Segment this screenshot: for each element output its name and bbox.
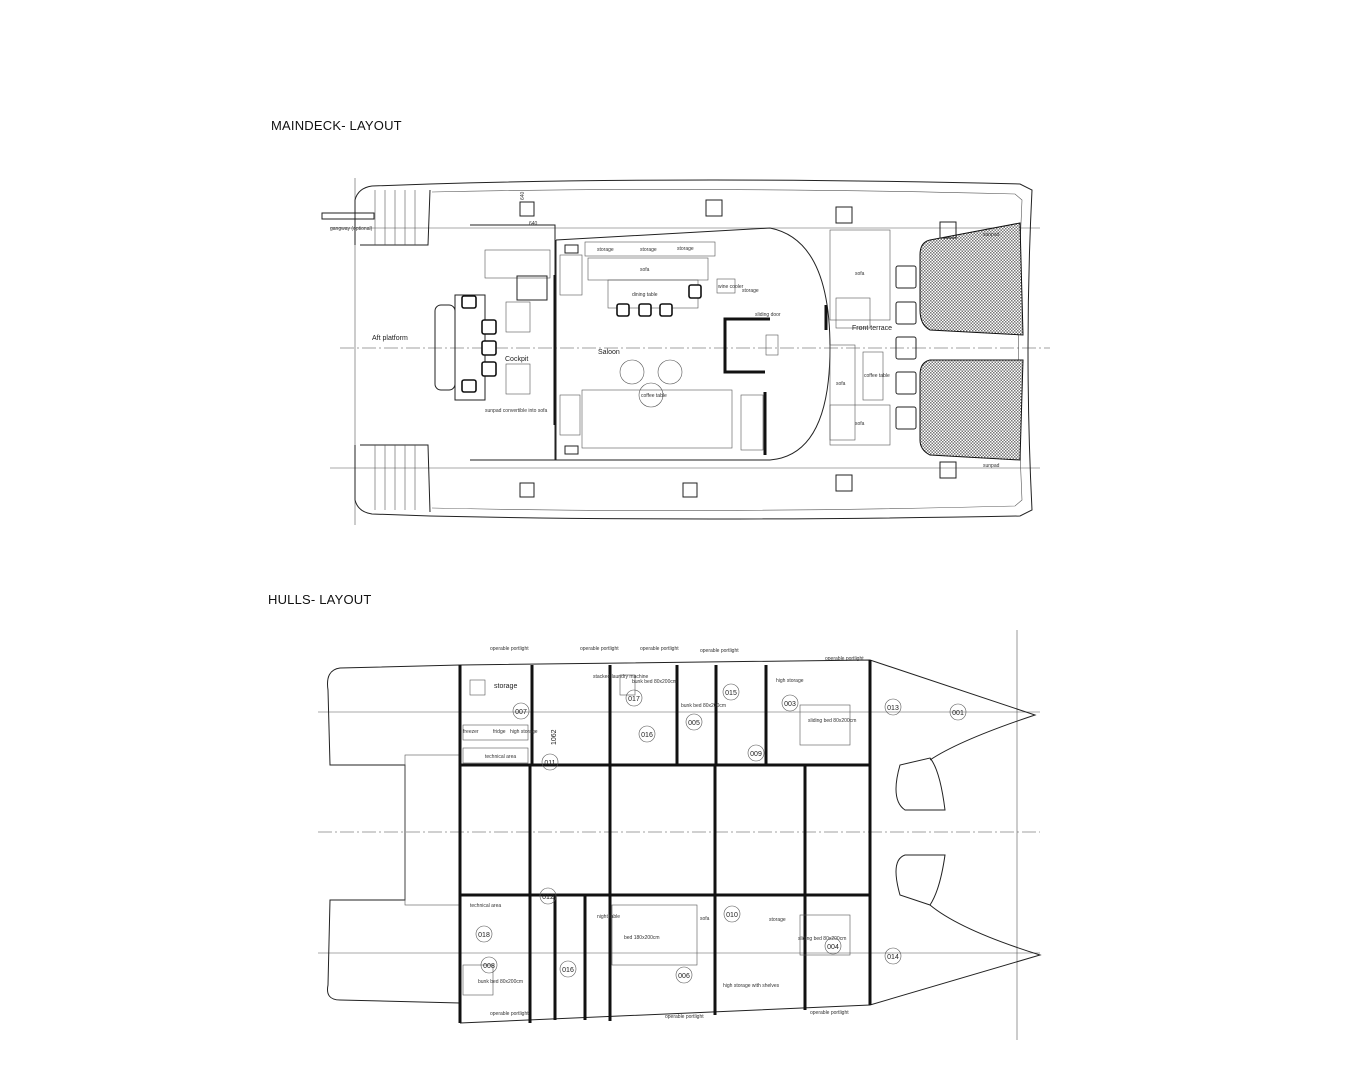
technical-area-label: technical area — [485, 754, 516, 760]
cabin-number: 008 — [483, 963, 495, 970]
storage-label: storage — [769, 917, 786, 923]
gangway-label: gangway (optional) — [330, 226, 373, 232]
cabin-number: 015 — [725, 690, 737, 697]
portlight-label: operable portlight — [665, 1014, 704, 1020]
gangway — [321, 212, 375, 220]
cockpit-chair — [481, 361, 497, 377]
sliding-bed-label: sliding bed 80x200cm — [808, 718, 856, 724]
portlight-label: operable portlight — [810, 1010, 849, 1016]
trampoline — [919, 222, 1024, 336]
coffee-table-label: coffee table — [641, 393, 667, 399]
cabin-number: 014 — [887, 954, 899, 961]
fridge-label: fridge — [493, 729, 506, 735]
cabin-number: 001 — [952, 710, 964, 717]
dining-chair — [638, 303, 652, 317]
maindeck-title: MAINDECK- LAYOUT — [271, 118, 402, 133]
high-storage-label: high storage with shelves — [723, 983, 780, 989]
cabin-number: 013 — [887, 705, 899, 712]
high-storage-label: high storage — [510, 729, 538, 735]
portlight-label: operable portlight — [700, 648, 739, 654]
dimension-label: 1062 — [551, 729, 558, 745]
maindeck-plan: gangway (optional) Aft platform Cockpit … — [321, 178, 1050, 525]
cabin-number: 004 — [827, 944, 839, 951]
saloon-label: Saloon — [598, 349, 620, 356]
cabin-number: 018 — [478, 932, 490, 939]
freezer-label: freezer — [463, 729, 479, 735]
laundry-label: stacked laundry machine — [593, 674, 649, 680]
sunpad-label: sunpad — [983, 232, 1000, 238]
hulls-title: HULLS- LAYOUT — [268, 592, 372, 607]
coffee-table — [638, 382, 664, 408]
sliding-door-label: sliding door — [755, 312, 781, 318]
sofa-label: sofa — [855, 421, 865, 427]
high-storage-label: high storage — [776, 678, 804, 684]
cockpit-chair — [481, 340, 497, 356]
storage-label: storage — [677, 246, 694, 252]
hulls-plan: storage stacked laundry machine freezer … — [318, 630, 1042, 1040]
dimension-label: 640 — [529, 221, 538, 227]
bunk-bed-label: bunk bed 80x200cm — [681, 703, 726, 709]
cabin-number: 006 — [678, 973, 690, 980]
aft-platform-label: Aft platform — [372, 335, 408, 342]
cabin-number: 016 — [562, 967, 574, 974]
bunk-bed-label: bunk bed 80x200cm — [632, 679, 677, 685]
storage-label: storage — [742, 288, 759, 294]
dining-chair — [688, 284, 702, 299]
front-terrace-label: Front terrace — [852, 325, 892, 332]
cabin-number: 011 — [544, 760, 555, 767]
trampoline — [919, 359, 1024, 461]
sliding-bed-label: sliding bed 80x200cm — [798, 936, 846, 942]
sunpad-sofa-label: sunpad convertible into sofa — [485, 408, 547, 414]
cabin-numbers: 007 017 005 015 003 013 001 011 016 009 … — [475, 683, 967, 984]
portlight-label: operable portlight — [825, 656, 864, 662]
cockpit-chair — [481, 319, 497, 335]
technical-area-label: technical area — [470, 903, 501, 909]
cabin-number: 010 — [726, 912, 738, 919]
sofa-label: sofa — [855, 271, 865, 277]
dimension-label: 640 — [520, 191, 526, 200]
cabin-number: 012 — [542, 894, 554, 901]
cabin-number: 017 — [628, 696, 640, 703]
cabin-number: 005 — [688, 720, 700, 727]
double-bed-label: bed 180x200cm — [624, 935, 660, 941]
cabin-number: 003 — [784, 701, 796, 708]
portlight-label: operable portlight — [580, 646, 619, 652]
sofa-label: sofa — [836, 381, 846, 387]
storage-label: storage — [494, 683, 517, 690]
cabin-number: 016 — [641, 732, 653, 739]
cockpit-chair — [461, 379, 477, 393]
sofa-label: sofa — [640, 267, 650, 273]
wine-cooler-label: wine cooler — [718, 284, 744, 290]
armchair — [657, 359, 683, 385]
maindeck-hull-outline — [354, 179, 1033, 520]
armchair — [619, 359, 645, 385]
cockpit-bench — [434, 304, 456, 391]
dining-chair — [616, 303, 630, 317]
cabin-number: 009 — [750, 751, 762, 758]
portlight-label: operable portlight — [640, 646, 679, 652]
dining-table-label: dining table — [632, 292, 658, 298]
cabin-number: 007 — [515, 709, 527, 716]
cockpit-label: Cockpit — [505, 356, 528, 363]
coffee-table-label: coffee table — [864, 373, 890, 379]
sofa-label: sofa — [700, 916, 710, 922]
sunpad-label: sunpad — [983, 463, 1000, 469]
storage-label: storage — [640, 247, 657, 253]
galley-wall — [723, 317, 770, 374]
storage-label: storage — [597, 247, 614, 253]
dining-chair — [659, 303, 673, 317]
night-table-label: night table — [597, 914, 620, 920]
portlight-label: operable portlight — [490, 1011, 529, 1017]
cockpit-chair — [461, 295, 477, 309]
portlight-label: operable portlight — [490, 646, 529, 652]
bunk-bed-label: bunk bed 80x200cm — [478, 979, 523, 985]
